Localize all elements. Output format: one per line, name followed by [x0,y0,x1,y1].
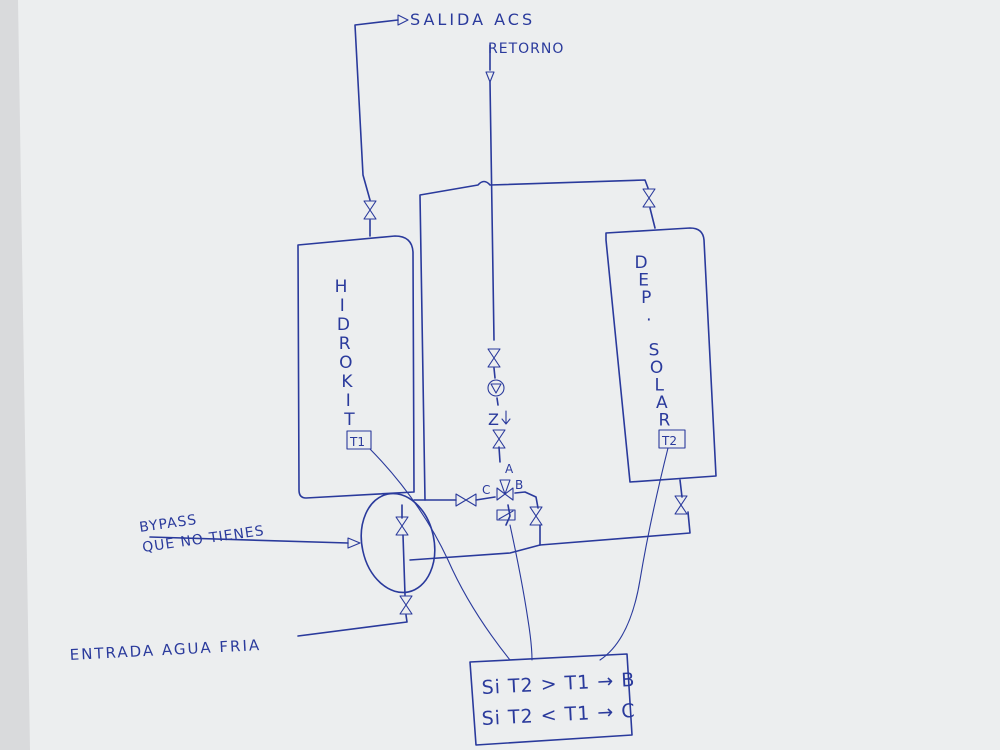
bypass-ellipse [360,492,436,594]
tank-letter: I [340,296,345,316]
tank-letter: T [343,410,355,430]
tank-letter: P [641,288,651,308]
valve-actuator-hatch [498,510,514,520]
retorno-arrow-icon [485,71,495,83]
port-a-label: A [505,462,514,476]
pipe-retorno [489,44,501,463]
sensor-t1-label: T1 [349,435,365,449]
valve-c-branch [455,493,477,507]
tank-letter: L [654,376,664,396]
tank-letter: D [337,315,350,335]
tank-letter: . [646,306,651,326]
check-valve-z-label: Z [488,410,499,429]
valve-bypass-bottom [399,595,413,615]
wire-t2 [599,447,669,661]
pipe-salida-acs [354,19,399,237]
pipe-top-loop [419,179,656,501]
label-salida-acs: SALIDA ACS [410,10,535,29]
tank-letter: S [649,341,660,361]
label-retorno: RETORNO [488,41,564,57]
tank-letter: R [339,334,351,354]
tank-letter: A [656,393,668,413]
controller-box [469,653,633,746]
tank-letter: K [341,372,353,392]
valve-solar-bottom [674,495,688,515]
tank-letter: R [658,411,670,431]
sensor-t2-label: T2 [661,434,677,448]
tank-letter: E [638,271,649,291]
pump-icon [487,379,505,397]
bypass-arrow-icon [347,537,361,549]
valve-retorno-1 [487,348,501,368]
paper-sheet [18,0,1000,750]
sensor-t1-box [346,430,372,450]
tank-letter: H [335,277,348,297]
pipe-solar-return [409,479,691,561]
valve-right-branch [529,506,543,526]
wire-t1 [369,448,511,661]
valve-solar-top [642,188,656,208]
valve-bypass-top [395,516,409,536]
pipe-bypass-arrow [149,536,349,544]
pipe-bypass-vertical [297,504,408,637]
tank-letter: I [346,391,351,411]
valve-actuator-box [496,509,516,521]
port-b-label: B [515,478,523,492]
pipe-bottom-link [413,491,541,546]
valve-salida [363,200,377,220]
hidrokit-tank [297,235,415,499]
pipe-actuator [505,504,511,526]
check-valve-arrow-icon [501,410,511,425]
sensor-t2-box [658,429,686,449]
tank-letter: O [650,358,663,378]
three-way-valve [496,479,514,501]
tank-letter: O [339,353,352,373]
salida-arrow-icon [397,14,409,26]
valve-retorno-2 [492,429,506,449]
pump-triangle-icon [490,383,502,394]
wire-actuator [509,524,533,661]
solar-deposit-tank [605,227,717,483]
port-c-label: C [482,483,490,497]
tank-letter: D [634,253,647,273]
